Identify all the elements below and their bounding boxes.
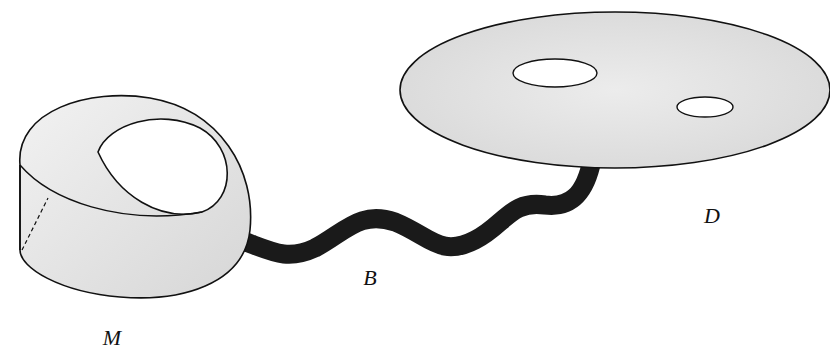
part-label: D — [704, 205, 720, 227]
band — [235, 160, 592, 254]
mobius-strip — [20, 96, 251, 298]
part-label: B — [363, 267, 376, 289]
part-label: M — [103, 327, 121, 349]
disk-with-holes — [400, 12, 830, 168]
